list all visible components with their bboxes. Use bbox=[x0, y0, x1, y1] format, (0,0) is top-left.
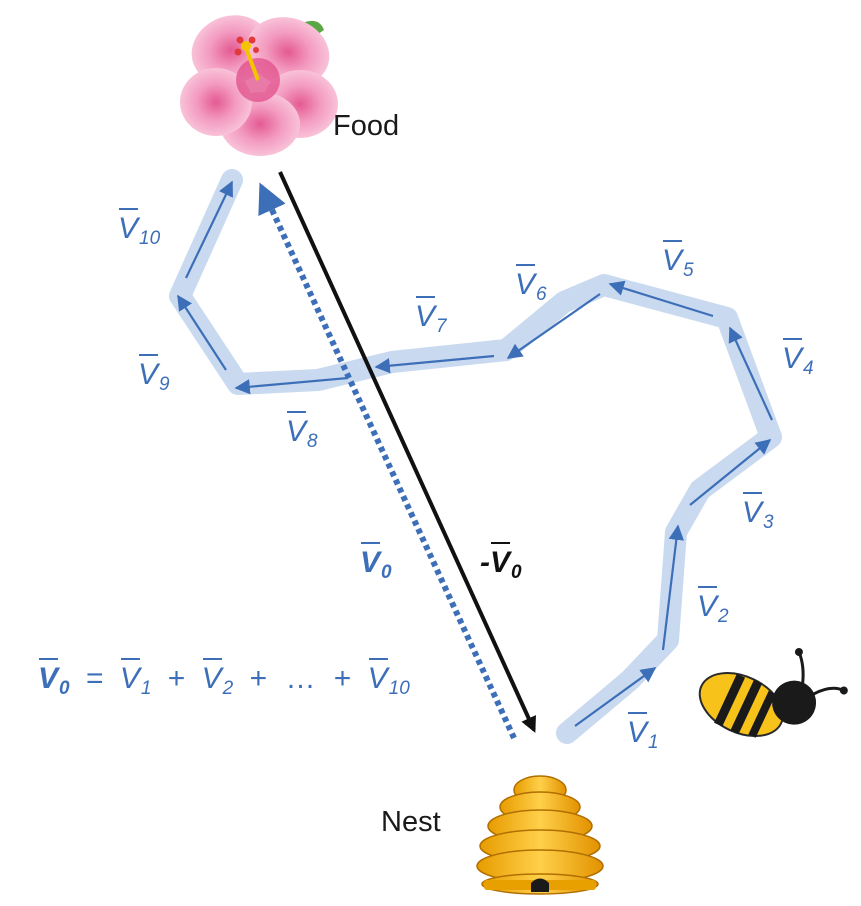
label-v2: V2 bbox=[697, 586, 729, 627]
foraging-vectors bbox=[177, 180, 774, 727]
vector-sum-equation: V0 = V1 + V2 + … + V10 bbox=[38, 658, 410, 699]
return-vector-neg-v0 bbox=[278, 171, 536, 733]
vector-v4 bbox=[728, 326, 774, 421]
bee-icon bbox=[698, 647, 848, 738]
nest-label: Nest bbox=[381, 806, 441, 838]
label-neg-v0: -V0 bbox=[480, 542, 522, 583]
hibiscus-icon bbox=[180, 15, 338, 156]
vector-v5 bbox=[608, 280, 714, 318]
label-v4: V4 bbox=[782, 338, 814, 379]
label-v7: V7 bbox=[415, 296, 447, 337]
foraging-route-glow bbox=[169, 169, 782, 744]
vector-v3 bbox=[689, 439, 772, 506]
vector-v1 bbox=[574, 667, 657, 727]
food-label: Food bbox=[333, 110, 400, 142]
vector-v6 bbox=[506, 293, 601, 359]
vector-v10 bbox=[185, 180, 233, 279]
label-v1: V1 bbox=[627, 712, 659, 753]
home-vector-v0 bbox=[258, 182, 517, 740]
beehive-icon bbox=[476, 775, 604, 895]
label-v10: V10 bbox=[118, 208, 161, 249]
label-v9: V9 bbox=[138, 354, 170, 395]
label-v6: V6 bbox=[515, 264, 547, 305]
label-v0: V0 bbox=[360, 542, 392, 583]
vector-v2 bbox=[661, 524, 684, 651]
label-v8: V8 bbox=[286, 411, 318, 452]
label-v5: V5 bbox=[662, 240, 694, 281]
vector-v7 bbox=[374, 354, 495, 374]
vector-v9 bbox=[177, 294, 227, 371]
vector-v8 bbox=[234, 376, 349, 395]
label-v3: V3 bbox=[742, 492, 774, 533]
